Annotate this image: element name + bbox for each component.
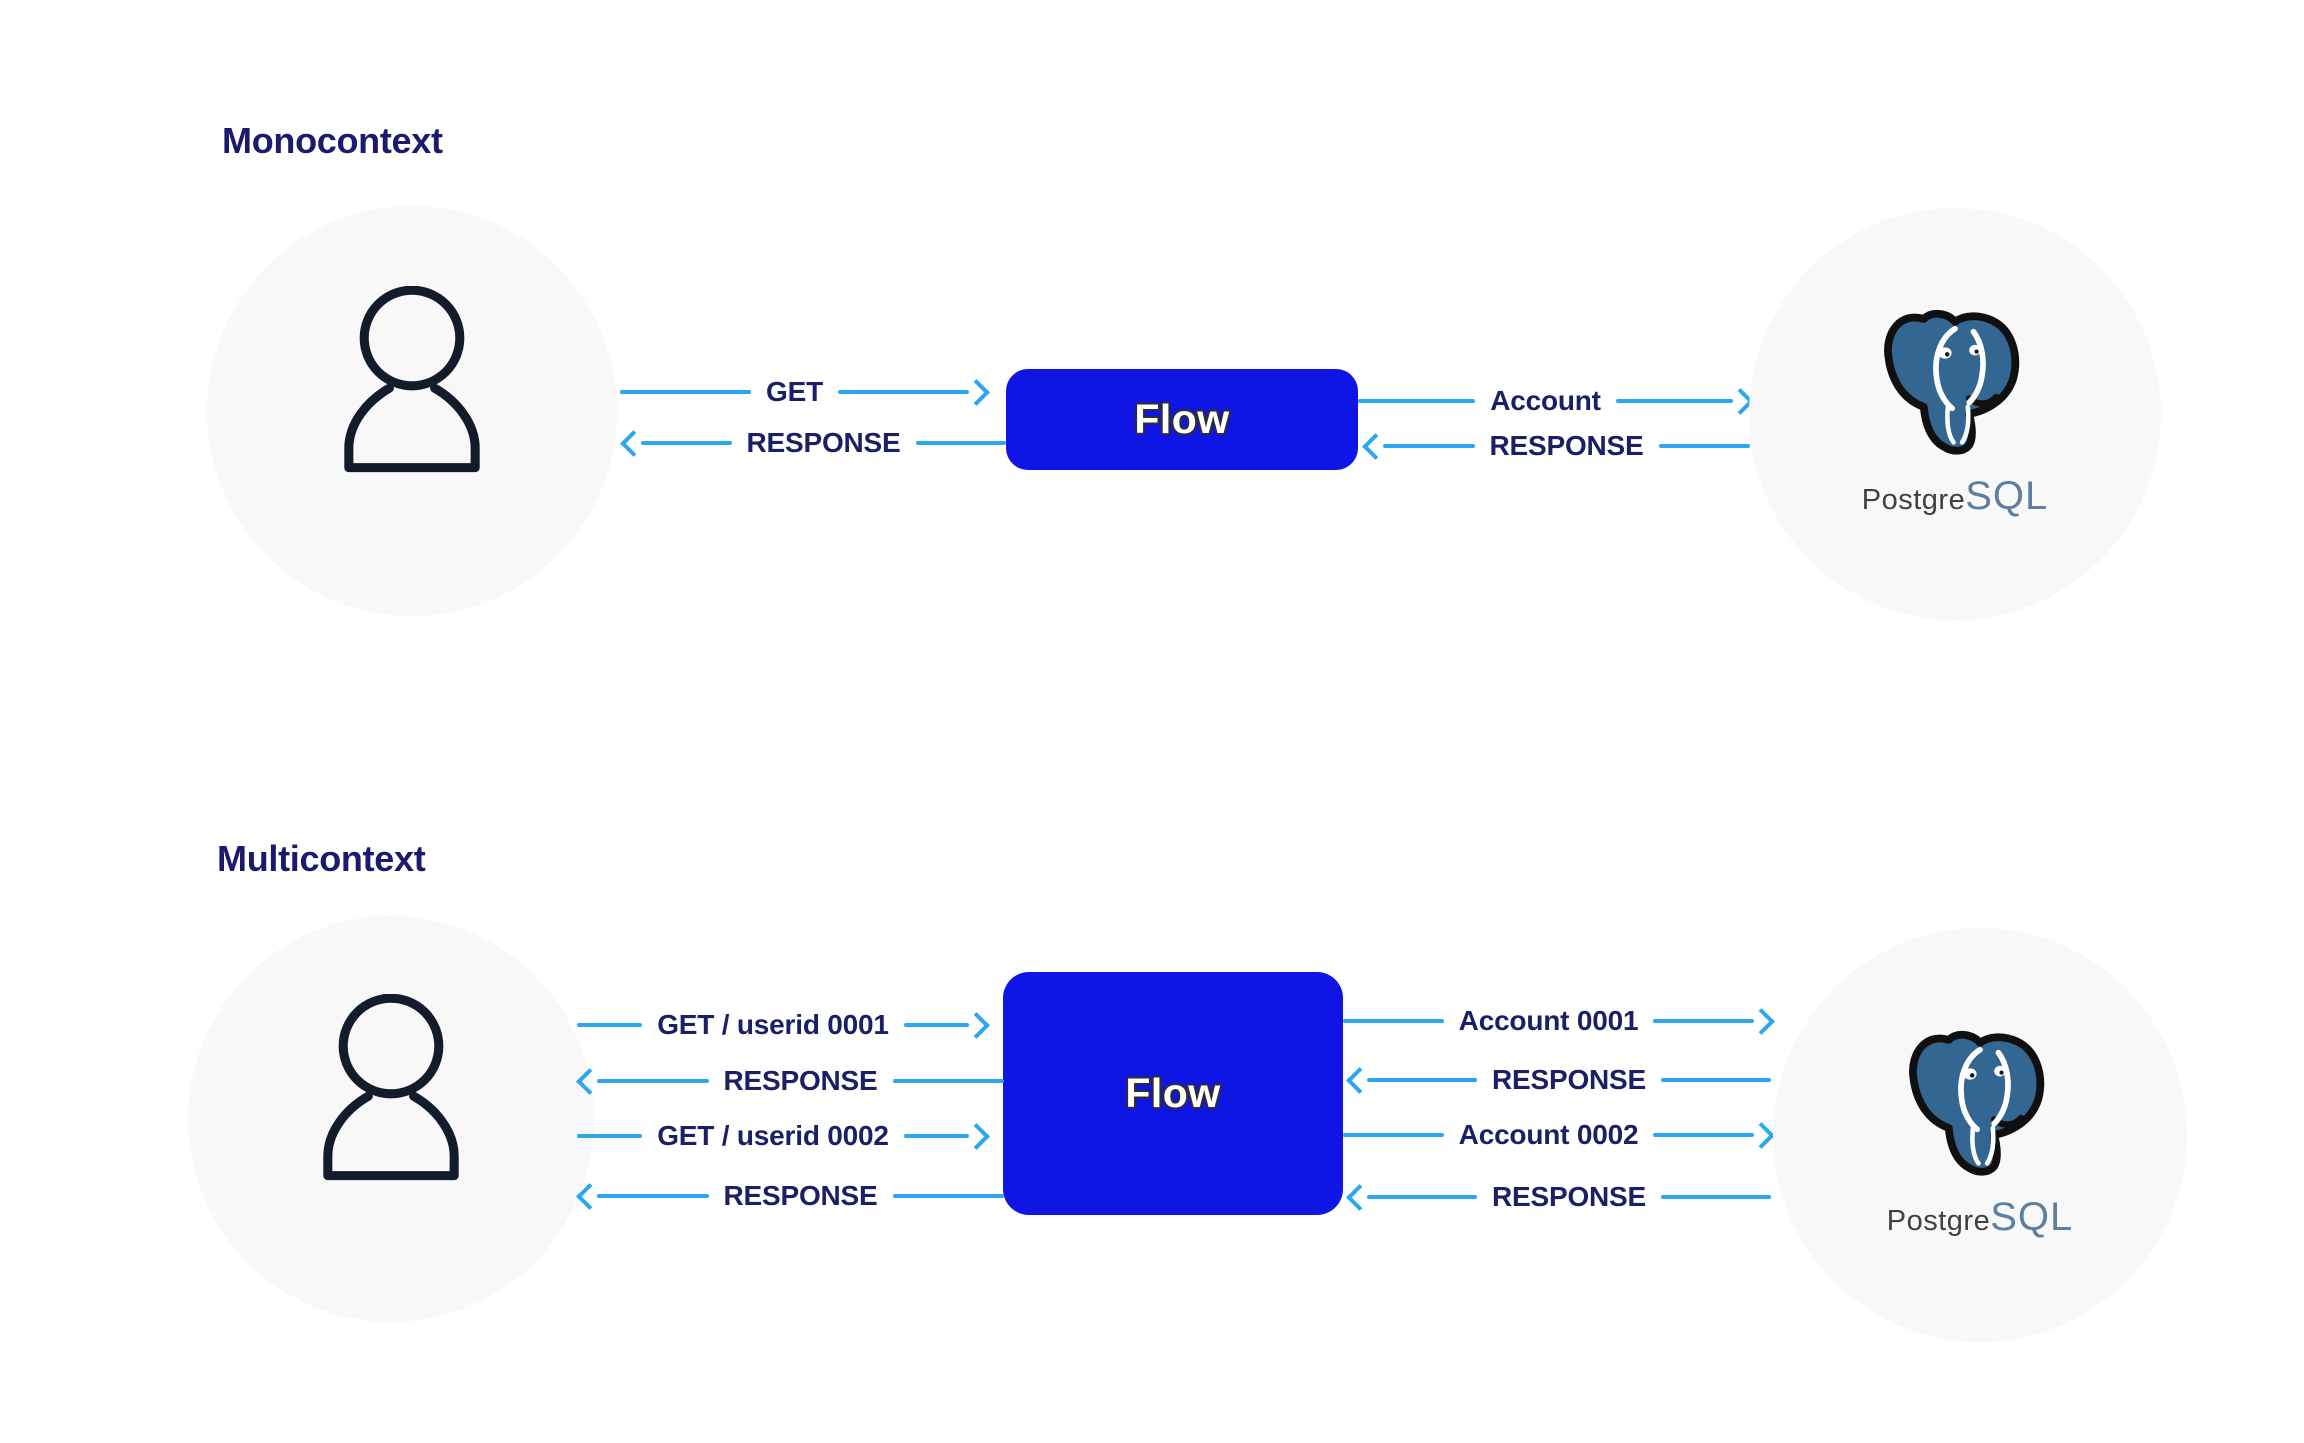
message-label: RESPONSE	[1489, 430, 1644, 461]
message-row-response: RESPONSE	[620, 425, 1006, 461]
arrow-line	[1383, 444, 1475, 448]
arrow-line	[1343, 1019, 1444, 1023]
arrow-line	[1661, 1195, 1771, 1199]
message-row-response: RESPONSE	[1346, 1062, 1771, 1098]
flow-node-label: Flow	[1134, 396, 1230, 442]
arrow-head-right-icon	[1748, 1121, 1775, 1149]
arrow-line	[597, 1079, 709, 1083]
arrow-head-left-icon	[1362, 432, 1389, 460]
message-row-account: Account	[1358, 383, 1754, 419]
message-label: Account 0002	[1458, 1119, 1639, 1150]
arrow-line	[1367, 1078, 1477, 1082]
message-row-account-0001: Account 0001	[1343, 1003, 1775, 1039]
message-row-get: GET	[620, 374, 990, 410]
flow-node: Flow	[1006, 369, 1358, 470]
user-icon	[323, 994, 459, 1181]
message-label: RESPONSE	[1492, 1064, 1646, 1095]
message-row-get-userid-0001: GET / userid 0001	[577, 1007, 990, 1043]
arrow-line	[892, 1079, 1004, 1083]
arrow-line	[903, 1023, 969, 1027]
arrow-line	[837, 390, 969, 394]
arrow-line	[1653, 1133, 1755, 1137]
flow-node: Flow	[1003, 972, 1343, 1215]
user-icon	[344, 286, 480, 473]
message-label: GET / userid 0002	[657, 1120, 889, 1151]
message-row-response: RESPONSE	[576, 1178, 1004, 1214]
arrow-head-left-icon	[1346, 1183, 1373, 1211]
user-avatar-circle	[207, 206, 617, 616]
arrow-line	[1661, 1078, 1771, 1082]
arrow-head-right-icon	[963, 1122, 990, 1150]
message-label: Account	[1490, 385, 1601, 416]
arrow-head-right-icon	[1748, 1007, 1775, 1035]
postgresql-wordmark-prefix: Postgre	[1886, 1205, 1991, 1237]
arrow-line	[1653, 1019, 1755, 1023]
arrow-line	[1658, 444, 1750, 448]
postgresql-elephant-icon	[1909, 1030, 2045, 1176]
postgresql-wordmark-sql: SQL	[1990, 1195, 2074, 1239]
arrow-line	[1615, 399, 1734, 403]
message-label: Account 0001	[1458, 1005, 1639, 1036]
arrow-head-left-icon	[1346, 1066, 1373, 1094]
arrow-head-right-icon	[963, 378, 990, 406]
message-row-response: RESPONSE	[1346, 1179, 1771, 1215]
arrow-line	[597, 1194, 709, 1198]
flow-node-label: Flow	[1125, 1070, 1221, 1116]
arrow-line	[577, 1023, 643, 1027]
arrow-line	[1367, 1195, 1477, 1199]
postgresql-wordmark-prefix: Postgre	[1861, 484, 1966, 516]
arrow-line	[1343, 1133, 1444, 1137]
postgresql-elephant-icon	[1884, 309, 2020, 455]
arrow-head-right-icon	[963, 1011, 990, 1039]
arrow-line	[892, 1194, 1004, 1198]
user-avatar-circle	[188, 916, 594, 1322]
arrow-line	[577, 1134, 643, 1138]
arrow-line	[620, 390, 752, 394]
section-title-multicontext: Multicontext	[217, 838, 426, 879]
message-row-response: RESPONSE	[576, 1063, 1004, 1099]
arrow-line	[915, 441, 1006, 445]
message-label: RESPONSE	[723, 1180, 878, 1211]
section-title-monocontext: Monocontext	[222, 120, 443, 161]
message-row-account-0002: Account 0002	[1343, 1117, 1775, 1153]
postgresql-wordmark-sql: SQL	[1965, 474, 2049, 518]
arrow-head-left-icon	[576, 1182, 603, 1210]
arrow-head-left-icon	[620, 429, 647, 457]
message-row-get-userid-0002: GET / userid 0002	[577, 1118, 990, 1154]
message-label: RESPONSE	[1492, 1181, 1646, 1212]
message-label: RESPONSE	[746, 427, 901, 458]
arrow-line	[641, 441, 732, 445]
message-label: GET / userid 0001	[657, 1009, 889, 1040]
message-label: GET	[766, 376, 823, 407]
message-row-response: RESPONSE	[1362, 428, 1750, 464]
arrow-line	[903, 1134, 969, 1138]
message-label: RESPONSE	[723, 1065, 878, 1096]
arrow-head-left-icon	[576, 1067, 603, 1095]
arrow-line	[1358, 399, 1476, 403]
